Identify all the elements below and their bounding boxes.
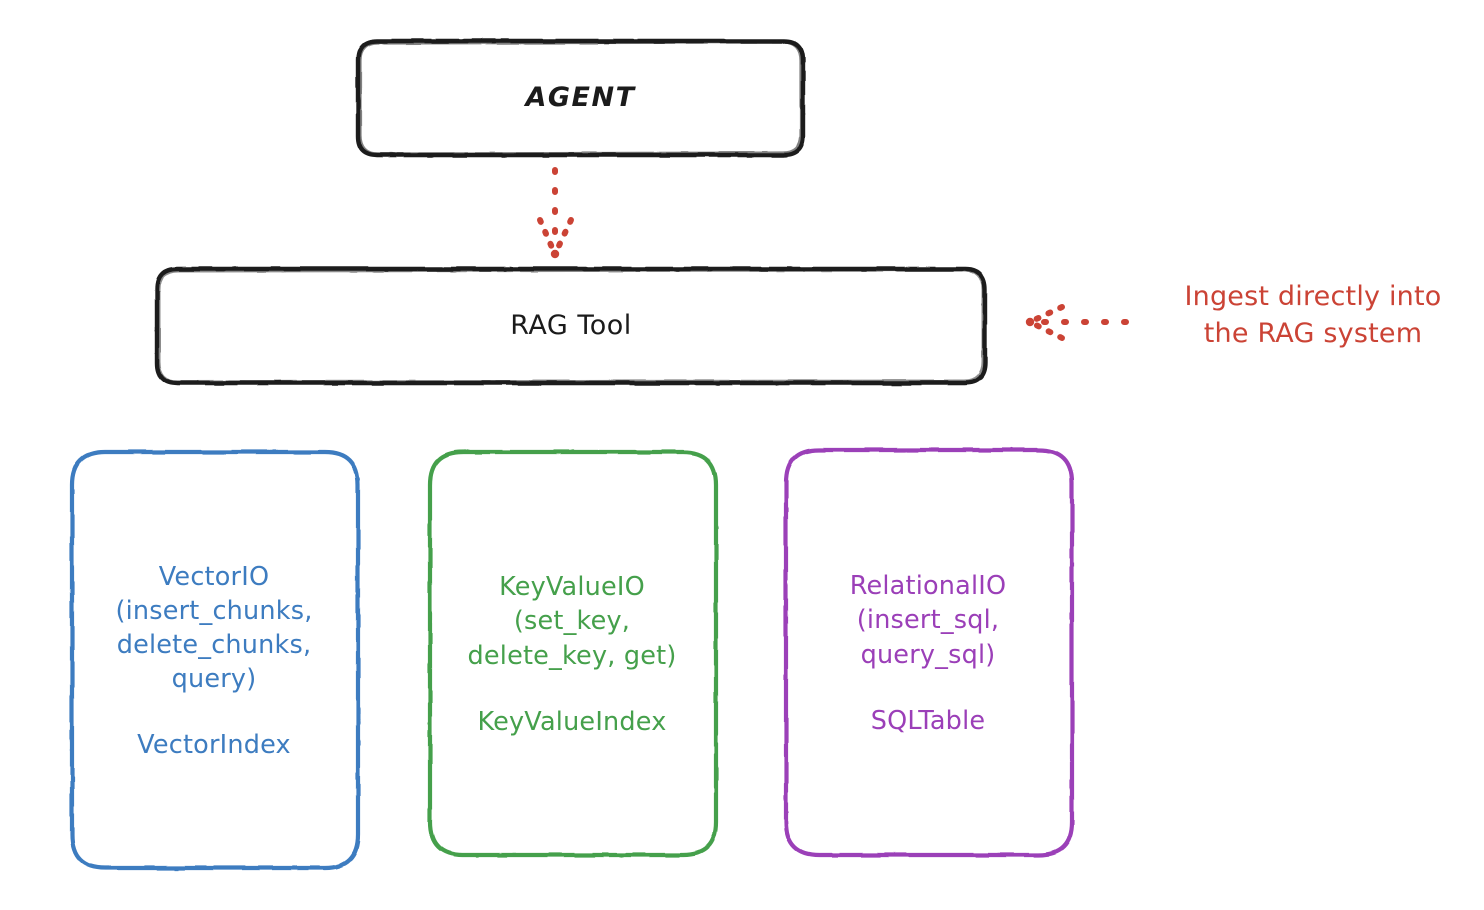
relational-io-node-sublabel: SQLTable	[870, 705, 986, 736]
rag-tool-box-outline	[154, 266, 988, 386]
vector-io-node[interactable]: VectorIO (insert_chunks, delete_chunks, …	[70, 450, 358, 870]
key-value-io-node[interactable]: KeyValueIO (set_key, delete_key, get) Ke…	[428, 450, 716, 857]
relational-io-node-label: RelationalIO (insert_sql, query_sql)	[849, 571, 1007, 670]
vector-io-node-label: VectorIO (insert_chunks, delete_chunks, …	[115, 561, 313, 695]
vector-io-box-outline	[69, 449, 361, 871]
agent-node-label: AGENT	[525, 81, 636, 113]
vector-io-node-sublabel: VectorIndex	[137, 730, 291, 761]
key-value-io-node-sublabel: KeyValueIndex	[477, 706, 667, 737]
ingest-annotation-label: Ingest directly into the RAG system	[1184, 281, 1442, 349]
agent-node[interactable]: AGENT	[357, 40, 804, 156]
agent-box-outline	[355, 38, 806, 158]
relational-io-box-outline	[783, 447, 1075, 858]
agent-to-rag-tool-arrow	[537, 167, 574, 259]
agent-box-outline-overdraw	[358, 40, 803, 156]
key-value-io-box-outline	[427, 449, 719, 858]
rag-tool-box-outline-overdraw	[157, 268, 985, 384]
rag-tool-node[interactable]: RAG Tool	[155, 268, 987, 384]
ingest-arrow	[1025, 304, 1129, 341]
key-value-io-node-label: KeyValueIO (set_key, delete_key, get)	[467, 572, 677, 671]
rag-tool-node-label: RAG Tool	[510, 309, 632, 341]
relational-io-node[interactable]: RelationalIO (insert_sql, query_sql) SQL…	[784, 448, 1072, 857]
